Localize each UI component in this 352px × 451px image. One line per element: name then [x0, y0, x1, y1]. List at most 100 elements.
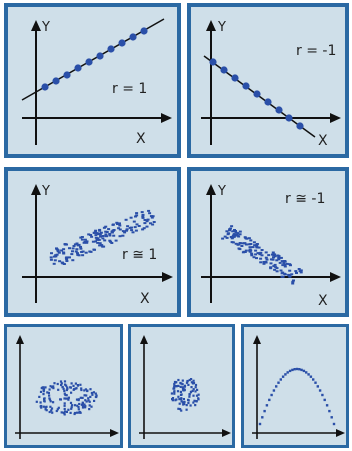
data-dot	[77, 399, 80, 402]
data-dot	[249, 239, 253, 242]
data-dot	[42, 386, 45, 389]
data-dot	[76, 404, 79, 407]
data-dot	[125, 229, 128, 232]
data-dot	[83, 389, 86, 392]
data-dot	[181, 401, 184, 404]
data-point	[209, 58, 217, 66]
x-axis-arrow	[222, 429, 231, 437]
data-dot	[67, 408, 70, 411]
data-dot	[325, 404, 329, 407]
data-point	[140, 27, 148, 35]
data-dot	[243, 242, 246, 245]
data-dot	[269, 266, 273, 269]
data-dot	[137, 225, 141, 227]
data-dot	[47, 391, 50, 395]
data-dot	[76, 384, 79, 387]
data-dot	[291, 368, 294, 372]
data-dot	[248, 250, 252, 253]
scatter-panel-strong-positive: Y X r ≅ 1	[4, 167, 181, 317]
data-dot	[65, 388, 68, 392]
data-dot	[48, 394, 51, 397]
data-dot	[81, 254, 85, 257]
data-dot	[231, 235, 235, 238]
data-dot	[183, 388, 186, 391]
data-dot	[104, 230, 108, 233]
data-dot	[83, 394, 86, 397]
data-dot	[96, 241, 100, 244]
y-axis-label: Y	[217, 184, 226, 199]
data-dots	[209, 58, 304, 130]
data-dot	[190, 378, 193, 381]
data-dot	[252, 241, 256, 244]
data-dot	[271, 258, 275, 261]
data-dot	[50, 252, 53, 255]
data-dot	[76, 252, 79, 255]
data-dot	[234, 231, 238, 234]
data-dot	[94, 240, 97, 243]
data-dot	[230, 237, 234, 240]
data-dot	[150, 216, 154, 219]
data-dot	[79, 236, 83, 239]
y-axis-arrow	[253, 335, 261, 344]
data-point	[96, 52, 104, 60]
data-dot	[173, 380, 177, 384]
data-dot	[74, 382, 77, 385]
data-dot	[111, 223, 115, 226]
data-dot	[179, 381, 182, 385]
data-dot	[294, 270, 298, 273]
data-dot	[48, 410, 51, 414]
y-axis-arrow	[140, 335, 148, 344]
data-dot	[270, 393, 273, 397]
x-axis-arrow	[330, 272, 341, 282]
data-dot	[323, 398, 326, 402]
data-dot	[43, 397, 46, 400]
data-dot	[281, 375, 285, 378]
data-dot	[80, 238, 84, 241]
data-dot	[226, 233, 230, 236]
data-dot	[125, 228, 129, 231]
data-dot	[93, 399, 96, 402]
data-dot	[96, 237, 100, 240]
data-dot	[57, 406, 60, 409]
data-dot	[236, 243, 240, 246]
data-dot	[283, 265, 287, 268]
data-dot	[44, 406, 47, 409]
data-dot	[195, 394, 199, 397]
data-dot	[141, 213, 145, 216]
data-dot	[174, 399, 177, 402]
data-dot	[230, 225, 234, 228]
data-dot	[194, 386, 197, 389]
data-dot	[72, 245, 76, 247]
data-dot	[332, 422, 336, 426]
data-dot	[48, 398, 52, 401]
data-dot	[103, 239, 107, 242]
data-dot	[255, 257, 258, 260]
data-dot	[196, 388, 199, 391]
data-dot	[64, 410, 67, 413]
correlation-label: r = -1	[296, 43, 336, 59]
data-dot	[72, 384, 75, 387]
data-dot	[189, 404, 192, 407]
data-dot	[74, 387, 77, 390]
data-dot	[146, 218, 150, 221]
data-dot	[118, 235, 122, 238]
data-dot	[170, 392, 173, 395]
data-dot	[142, 227, 146, 230]
data-dot	[180, 397, 183, 400]
data-dot	[175, 381, 178, 384]
data-dot	[194, 390, 197, 393]
data-dot	[264, 260, 268, 263]
data-dot	[258, 253, 262, 256]
data-dot	[110, 231, 114, 234]
data-dot	[260, 249, 264, 251]
data-dot	[83, 240, 87, 243]
data-dot	[232, 233, 236, 236]
data-dots	[41, 27, 148, 91]
data-dot	[54, 254, 58, 257]
data-dot	[69, 401, 73, 404]
data-dot	[145, 225, 149, 228]
data-dot	[188, 395, 191, 398]
data-dot	[243, 251, 247, 253]
data-dot	[76, 253, 80, 256]
y-axis-arrow	[16, 335, 24, 344]
